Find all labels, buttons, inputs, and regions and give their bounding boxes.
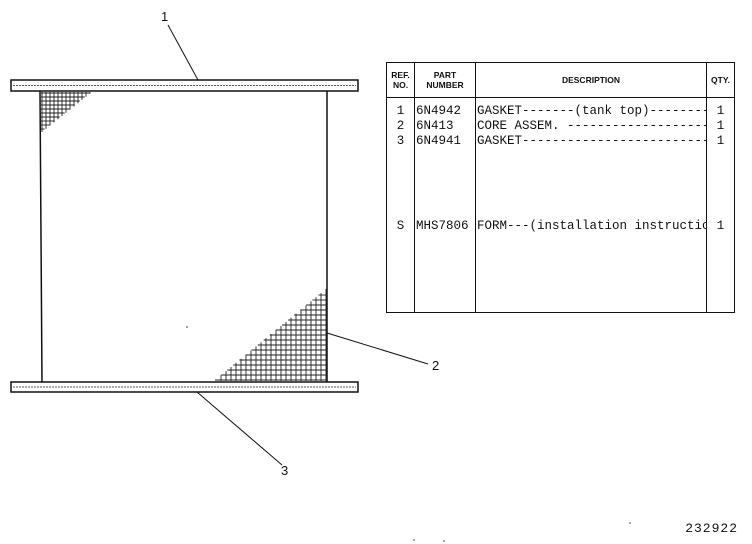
- header-ref-no: REF.NO.: [386, 62, 415, 98]
- callout-2: 2: [432, 358, 440, 373]
- description-cell: GASKET-------(tank top)----------: [475, 97, 707, 119]
- qty-cell: 1: [716, 134, 725, 148]
- table-row-form: S MHS7806 FORM---(installation instructi…: [386, 219, 735, 234]
- callout-1: 1: [161, 9, 169, 24]
- qty-cell: 1: [716, 119, 725, 133]
- leader-line-2: [326, 332, 429, 365]
- part-number-cell: MHS7806: [414, 219, 476, 234]
- part-number-cell: 6N4942: [414, 97, 476, 119]
- ref-cell: 3: [386, 134, 415, 149]
- core-mesh-top-left: [41, 92, 91, 132]
- table-row: 3 6N4941 GASKET-------------------------…: [386, 134, 735, 149]
- description-cell: FORM---(installation instructions)-: [475, 219, 707, 234]
- description-cell: GASKET-----------------------------: [475, 134, 707, 149]
- table-spacer-row: [386, 149, 735, 219]
- core-mesh-bottom-right: [215, 289, 327, 381]
- core-left-side: [39, 90, 43, 383]
- ref-cell: 1: [386, 97, 415, 119]
- table-filler-row: [386, 234, 735, 313]
- drawing-number: 232922: [685, 521, 738, 536]
- header-description: DESCRIPTION: [475, 62, 707, 98]
- part-number-cell: 6N413: [414, 119, 476, 134]
- ref-cell: S: [386, 219, 415, 234]
- qty-cell: 1: [716, 219, 725, 233]
- header-qty: QTY.: [706, 62, 735, 98]
- leader-line-1: [167, 24, 199, 81]
- ref-cell: 2: [386, 119, 415, 134]
- qty-cell: 1: [716, 104, 725, 118]
- part-number-cell: 6N4941: [414, 134, 476, 149]
- description-cell: CORE ASSEM. -------------------------: [475, 119, 707, 134]
- callout-3: 3: [281, 463, 289, 478]
- leader-line-3: [196, 391, 283, 466]
- table-row: 1 6N4942 GASKET-------(tank top)--------…: [386, 97, 735, 119]
- table-row: 2 6N413 CORE ASSEM. --------------------…: [386, 119, 735, 134]
